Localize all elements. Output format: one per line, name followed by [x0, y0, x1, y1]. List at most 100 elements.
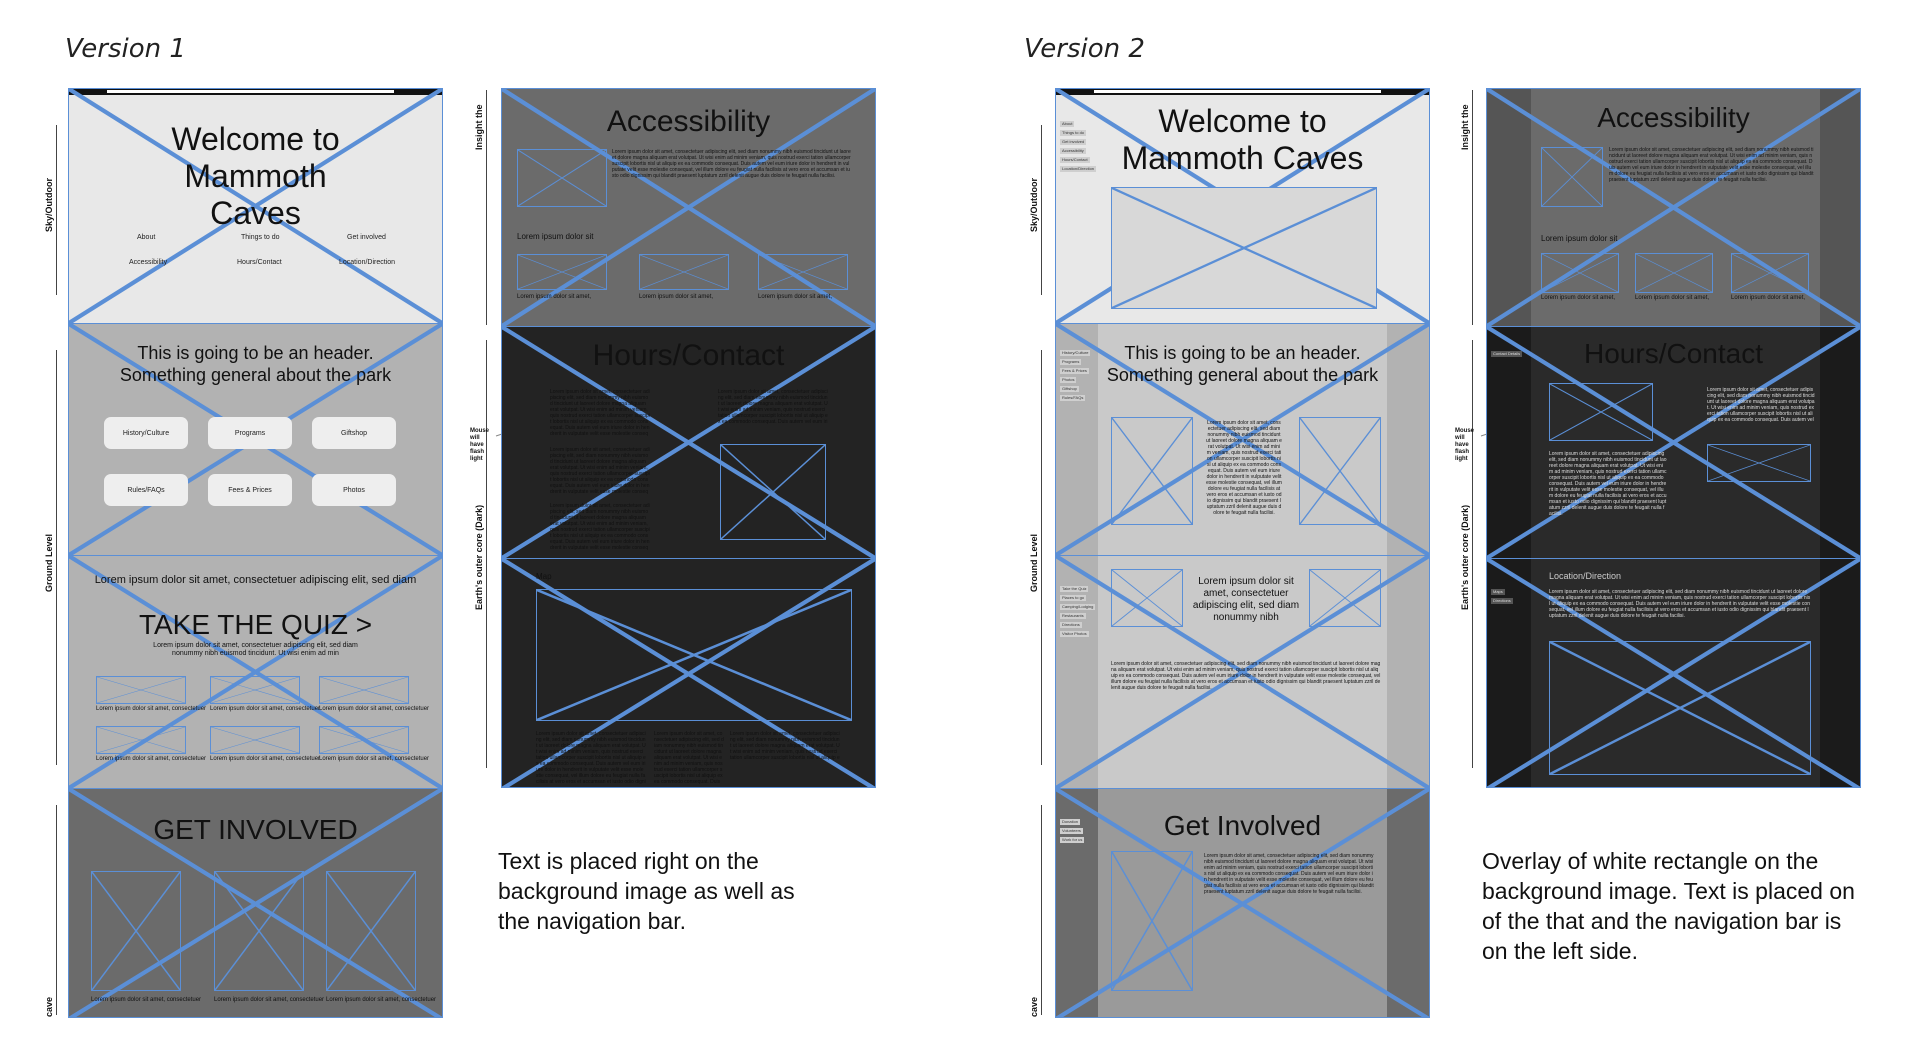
v2-nav-maps[interactable]: Maps — [1491, 589, 1505, 595]
map-placeholder[interactable] — [536, 589, 852, 721]
v2-nav-camping[interactable]: Camping/Lodging — [1060, 604, 1096, 610]
nav-get-involved[interactable]: Get involved — [347, 234, 386, 241]
fees-prices-button[interactable]: Fees & Prices — [208, 474, 292, 506]
quiz-thumb-4[interactable] — [96, 726, 186, 754]
v2-nav-take-quiz[interactable]: Take the Quiz — [1060, 586, 1089, 592]
v2-insight-bracket — [1466, 90, 1473, 325]
v2-ground-image-1[interactable] — [1111, 417, 1193, 525]
v2-nav-hours[interactable]: Hours/Contact — [1060, 157, 1090, 163]
v1-map-section: Map Lorem ipsum dolor sit amet, consecte… — [502, 558, 875, 787]
hours-text-2: Lorem ipsum dolor sit amet, consectetuer… — [550, 447, 650, 495]
v2-nav-involved[interactable]: Get involved — [1060, 139, 1087, 145]
v2-ground-text: Lorem ipsum dolor sit amet, consectetuer… — [1206, 420, 1282, 516]
v2-nav-donation[interactable]: Donation — [1060, 819, 1081, 825]
quiz-thumb-6[interactable] — [319, 726, 409, 754]
v2-nav-rules[interactable]: Rules/FAQs — [1060, 395, 1086, 401]
programs-button[interactable]: Programs — [208, 417, 292, 449]
quiz-caption-4: Lorem ipsum dolor sit amet, consectetuer — [96, 756, 207, 762]
v2-location-map[interactable] — [1549, 641, 1811, 775]
v2-hero-image[interactable] — [1111, 187, 1377, 309]
v2-access-image[interactable] — [1541, 147, 1603, 207]
nav-about[interactable]: About — [137, 234, 156, 241]
v2-access-thumb-2[interactable] — [1635, 253, 1713, 293]
nav-location-direction[interactable]: Location/Direction — [339, 259, 396, 266]
v2-hours-image-1[interactable] — [1549, 383, 1653, 441]
giftshop-button[interactable]: Giftshop — [312, 417, 396, 449]
v2-nav-directions-2[interactable]: Directions — [1491, 598, 1513, 604]
v2-nav-directions[interactable]: Directions — [1060, 622, 1082, 628]
involved-caption-3: Lorem ipsum dolor sit amet, consectetuer — [326, 997, 437, 1003]
quiz-caption-3: Lorem ipsum dolor sit amet, consectetuer — [319, 706, 430, 712]
v2-accessibility-section: Accessibility Lorem ipsum dolor sit amet… — [1487, 89, 1860, 326]
v2-nav-work[interactable]: Work for us — [1060, 837, 1085, 843]
access-thumb-2[interactable] — [639, 254, 729, 290]
v2-ground-header: This is going to be an header. Something… — [1106, 343, 1379, 385]
nav-hours-contact[interactable]: Hours/Contact — [237, 259, 282, 266]
version-1-label: Version 1 — [65, 34, 186, 64]
v1-hours-title: Hours/Contact — [592, 339, 785, 372]
access-thumb-1[interactable] — [517, 254, 607, 290]
v2-nav-fees[interactable]: Fees & Prices — [1060, 368, 1089, 374]
v2-nav-programs[interactable]: Programs — [1060, 359, 1082, 365]
v2-earth-label: Earth's outer core (Dark) — [1460, 504, 1470, 610]
access-caption-2: Lorem ipsum dolor sit amet, — [639, 294, 714, 300]
v2-involved-image[interactable] — [1111, 851, 1193, 991]
v2-nav-contact-details[interactable]: Contact Details — [1491, 351, 1523, 357]
nav-things-to-do[interactable]: Things to do — [241, 234, 280, 241]
involved-image-2[interactable] — [214, 871, 304, 991]
v2-access-thumb-3[interactable] — [1731, 253, 1809, 293]
v2-access-thumb-1[interactable] — [1541, 253, 1619, 293]
quiz-thumb-1[interactable] — [96, 676, 186, 704]
v1-ground-header: This is going to be an header. Something… — [119, 343, 392, 385]
v1-welcome-title: Welcome to Mammoth Caves — [171, 121, 340, 231]
history-culture-button[interactable]: History/Culture — [104, 417, 188, 449]
v2-nav-photos[interactable]: Photos — [1060, 377, 1077, 383]
v2-nav-places[interactable]: Places to go — [1060, 595, 1087, 601]
involved-image-3[interactable] — [326, 871, 416, 991]
v2-quiz-image-1[interactable] — [1111, 569, 1183, 627]
v2-nav-volunteers[interactable]: Volunteers — [1060, 828, 1083, 834]
access-image[interactable] — [517, 149, 607, 207]
v1-inner-wireframe: Accessibility Lorem ipsum dolor sit amet… — [501, 88, 876, 788]
map-text-2: Lorem ipsum dolor sit amet, consectetuer… — [654, 731, 724, 785]
access-thumb-3[interactable] — [758, 254, 848, 290]
quiz-caption-6: Lorem ipsum dolor sit amet, consectetuer — [319, 756, 430, 762]
map-text-3: Lorem ipsum dolor sit amet, consectetuer… — [730, 731, 840, 761]
take-the-quiz-link[interactable]: TAKE THE QUIZ > — [138, 609, 373, 640]
quiz-thumb-5[interactable] — [210, 726, 300, 754]
quiz-caption-2: Lorem ipsum dolor sit amet, consectetuer — [210, 706, 321, 712]
v2-quiz-section: Lorem ipsum dolor sit amet, consectetuer… — [1056, 555, 1429, 788]
v2-ground-image-2[interactable] — [1299, 417, 1381, 525]
hours-image[interactable] — [720, 444, 826, 540]
v2-nav-visitor-photos[interactable]: Visitor Photos — [1060, 631, 1089, 637]
v2-hours-text-1: Lorem ipsum dolor sit amet, consectetuer… — [1707, 387, 1815, 423]
earth-bracket — [480, 340, 487, 768]
v2-quiz-image-2[interactable] — [1309, 569, 1381, 627]
cave-label: cave — [44, 996, 54, 1017]
quiz-thumb-3[interactable] — [319, 676, 409, 704]
v2-location-text: Lorem ipsum dolor sit amet, consectetuer… — [1549, 589, 1811, 619]
v2-sky-section: Welcome to Mammoth Caves About Things to… — [1056, 89, 1429, 323]
v2-access-caption-2: Lorem ipsum dolor sit amet, — [1635, 295, 1710, 301]
photos-button[interactable]: Photos — [312, 474, 396, 506]
v2-nav-restaurants[interactable]: Restaurants — [1060, 613, 1086, 619]
involved-image-1[interactable] — [91, 871, 181, 991]
v2-nav-about[interactable]: About — [1060, 121, 1075, 127]
v2-nav-accessibility[interactable]: Accessibility — [1060, 148, 1086, 154]
ground-label: Ground Level — [44, 533, 54, 592]
v2-nav-giftshop[interactable]: Giftshop — [1060, 386, 1079, 392]
v2-nav-things[interactable]: Things to do — [1060, 130, 1087, 136]
v2-nav-location[interactable]: Location/Direction — [1060, 166, 1097, 172]
v2-ground-label: Ground Level — [1029, 533, 1039, 592]
v2-ground-bracket — [1035, 350, 1042, 765]
v2-involved-section: Get Involved Lorem ipsum dolor sit amet,… — [1056, 788, 1429, 1017]
v2-insight-label: Insight the — [1460, 104, 1470, 151]
rules-faqs-button[interactable]: Rules/FAQs — [104, 474, 188, 506]
quiz-thumb-2[interactable] — [210, 676, 300, 704]
hours-text-3: Lorem ipsum dolor sit amet, consectetuer… — [550, 503, 650, 551]
v2-hours-image-2[interactable] — [1707, 444, 1811, 482]
v2-hours-text-2: Lorem ipsum dolor sit amet, consectetuer… — [1549, 451, 1667, 517]
nav-accessibility[interactable]: Accessibility — [129, 259, 168, 266]
v2-nav-history[interactable]: History/Culture — [1060, 350, 1091, 356]
browser-bar — [69, 89, 442, 95]
